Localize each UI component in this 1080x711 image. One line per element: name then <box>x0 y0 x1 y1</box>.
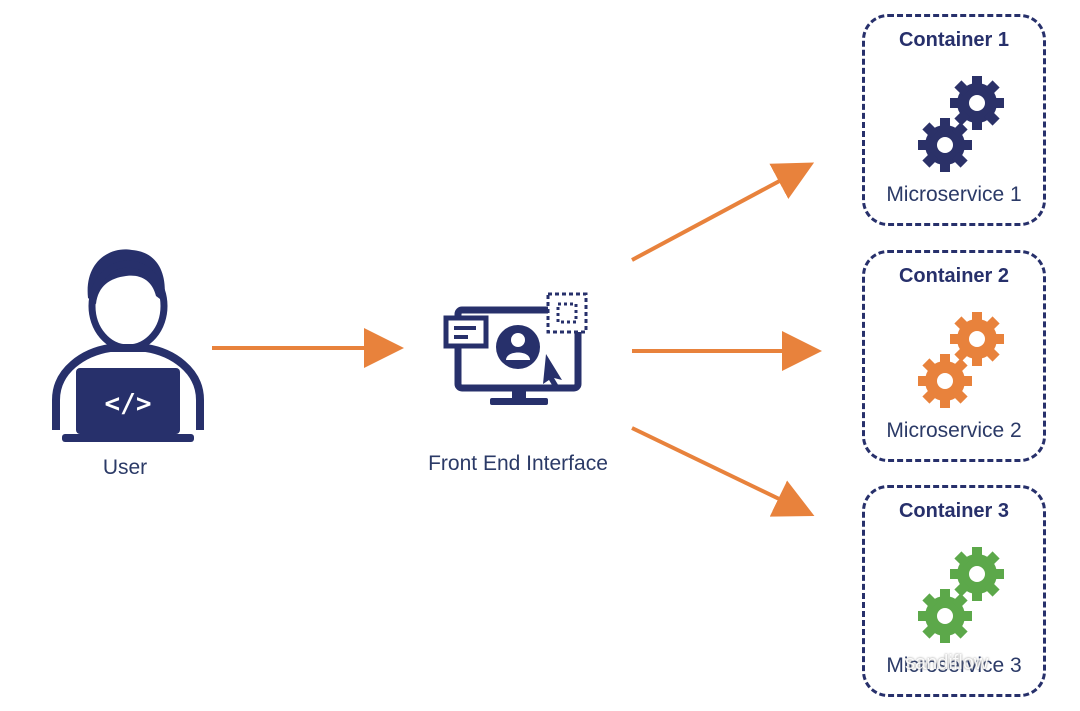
container-3-title: Container 3 <box>898 500 1010 522</box>
gears-icon <box>918 547 1004 643</box>
container-3: Container 3 Microservice 3 <box>862 485 1046 697</box>
gears-icon <box>918 312 1004 408</box>
arrow-frontend-to-container-3 <box>631 426 815 517</box>
arrow-frontend-to-container-1 <box>631 162 815 262</box>
watermark: sandiflow <box>905 652 989 674</box>
container-1: Container 1 Microservice 1 <box>862 14 1046 226</box>
user-label: User <box>102 456 148 479</box>
frontend-label: Front End Interface <box>428 452 608 475</box>
frontend-node <box>440 288 600 413</box>
gears-icon <box>918 76 1004 172</box>
user-node: </> <box>40 240 210 450</box>
svg-text:</>: </> <box>105 389 152 419</box>
container-2-title: Container 2 <box>898 265 1010 287</box>
microservice-3-label: Microservice 3 <box>886 654 1022 677</box>
container-2: Container 2 Microservice 2 <box>862 250 1046 462</box>
monitor-user-icon <box>443 292 588 405</box>
container-1-title: Container 1 <box>898 29 1010 51</box>
microservice-1-label: Microservice 1 <box>886 183 1022 206</box>
developer-laptop-icon: </> <box>52 249 204 442</box>
microservice-2-label: Microservice 2 <box>886 419 1022 442</box>
